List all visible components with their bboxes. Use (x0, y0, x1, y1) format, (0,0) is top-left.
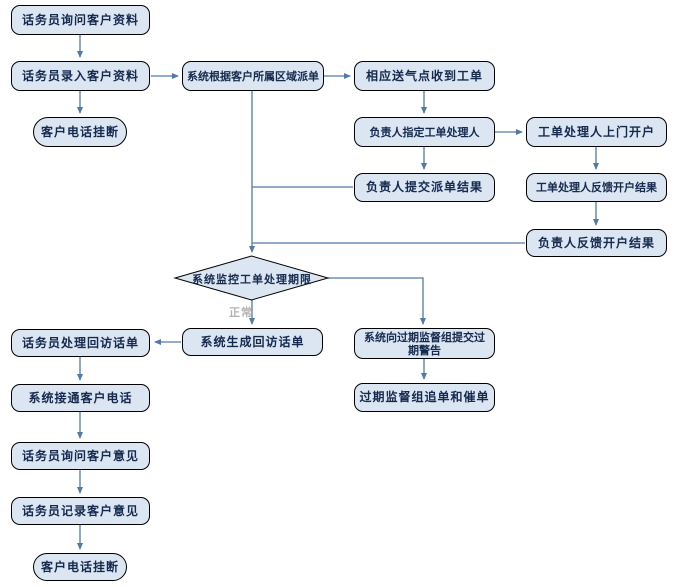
node-handler-feedback-result: 工单处理人反馈开户结果 (526, 173, 667, 202)
node-overdue-followup: 过期监督组追单和催单 (354, 383, 495, 412)
node-record-customer-opinion: 话务员记录客户意见 (11, 497, 150, 525)
node-ask-customer-opinion: 话务员询问客户意见 (11, 442, 150, 470)
node-generate-callback-ticket: 系统生成回访话单 (182, 328, 323, 356)
node-handler-door-open-account: 工单处理人上门开户 (526, 117, 667, 147)
node-assign-order-handler: 负责人指定工单处理人 (354, 117, 495, 147)
node-customer-hangup-top: 客户电话挂断 (33, 117, 127, 147)
edge-monitor-overdue-to-warning (328, 277, 426, 325)
edge-label-normal: 正常 (229, 306, 253, 319)
node-connect-customer-phone: 系统接通客户电话 (11, 384, 150, 412)
node-handle-callback-ticket: 话务员处理回访话单 (11, 329, 150, 357)
node-submit-dispatch-result: 负责人提交派单结果 (354, 173, 495, 202)
node-overdue-warning: 系统向过期监督组提交过期警告 (354, 328, 495, 359)
node-customer-hangup-bottom: 客户电话挂断 (33, 553, 127, 581)
node-manager-feedback-result: 负责人反馈开户结果 (526, 229, 667, 257)
decision-diamond-shape (173, 255, 330, 301)
node-monitor-order-deadline: 系统监控工单处理期限 (192, 272, 312, 286)
node-gas-point-receive-order: 相应送气点收到工单 (354, 61, 495, 91)
node-ask-customer-info: 话务员询问客户资料 (11, 5, 150, 35)
node-dispatch-by-region: 系统根据客户所属区域派单 (182, 61, 324, 91)
node-enter-customer-info: 话务员录入客户资料 (11, 61, 150, 91)
